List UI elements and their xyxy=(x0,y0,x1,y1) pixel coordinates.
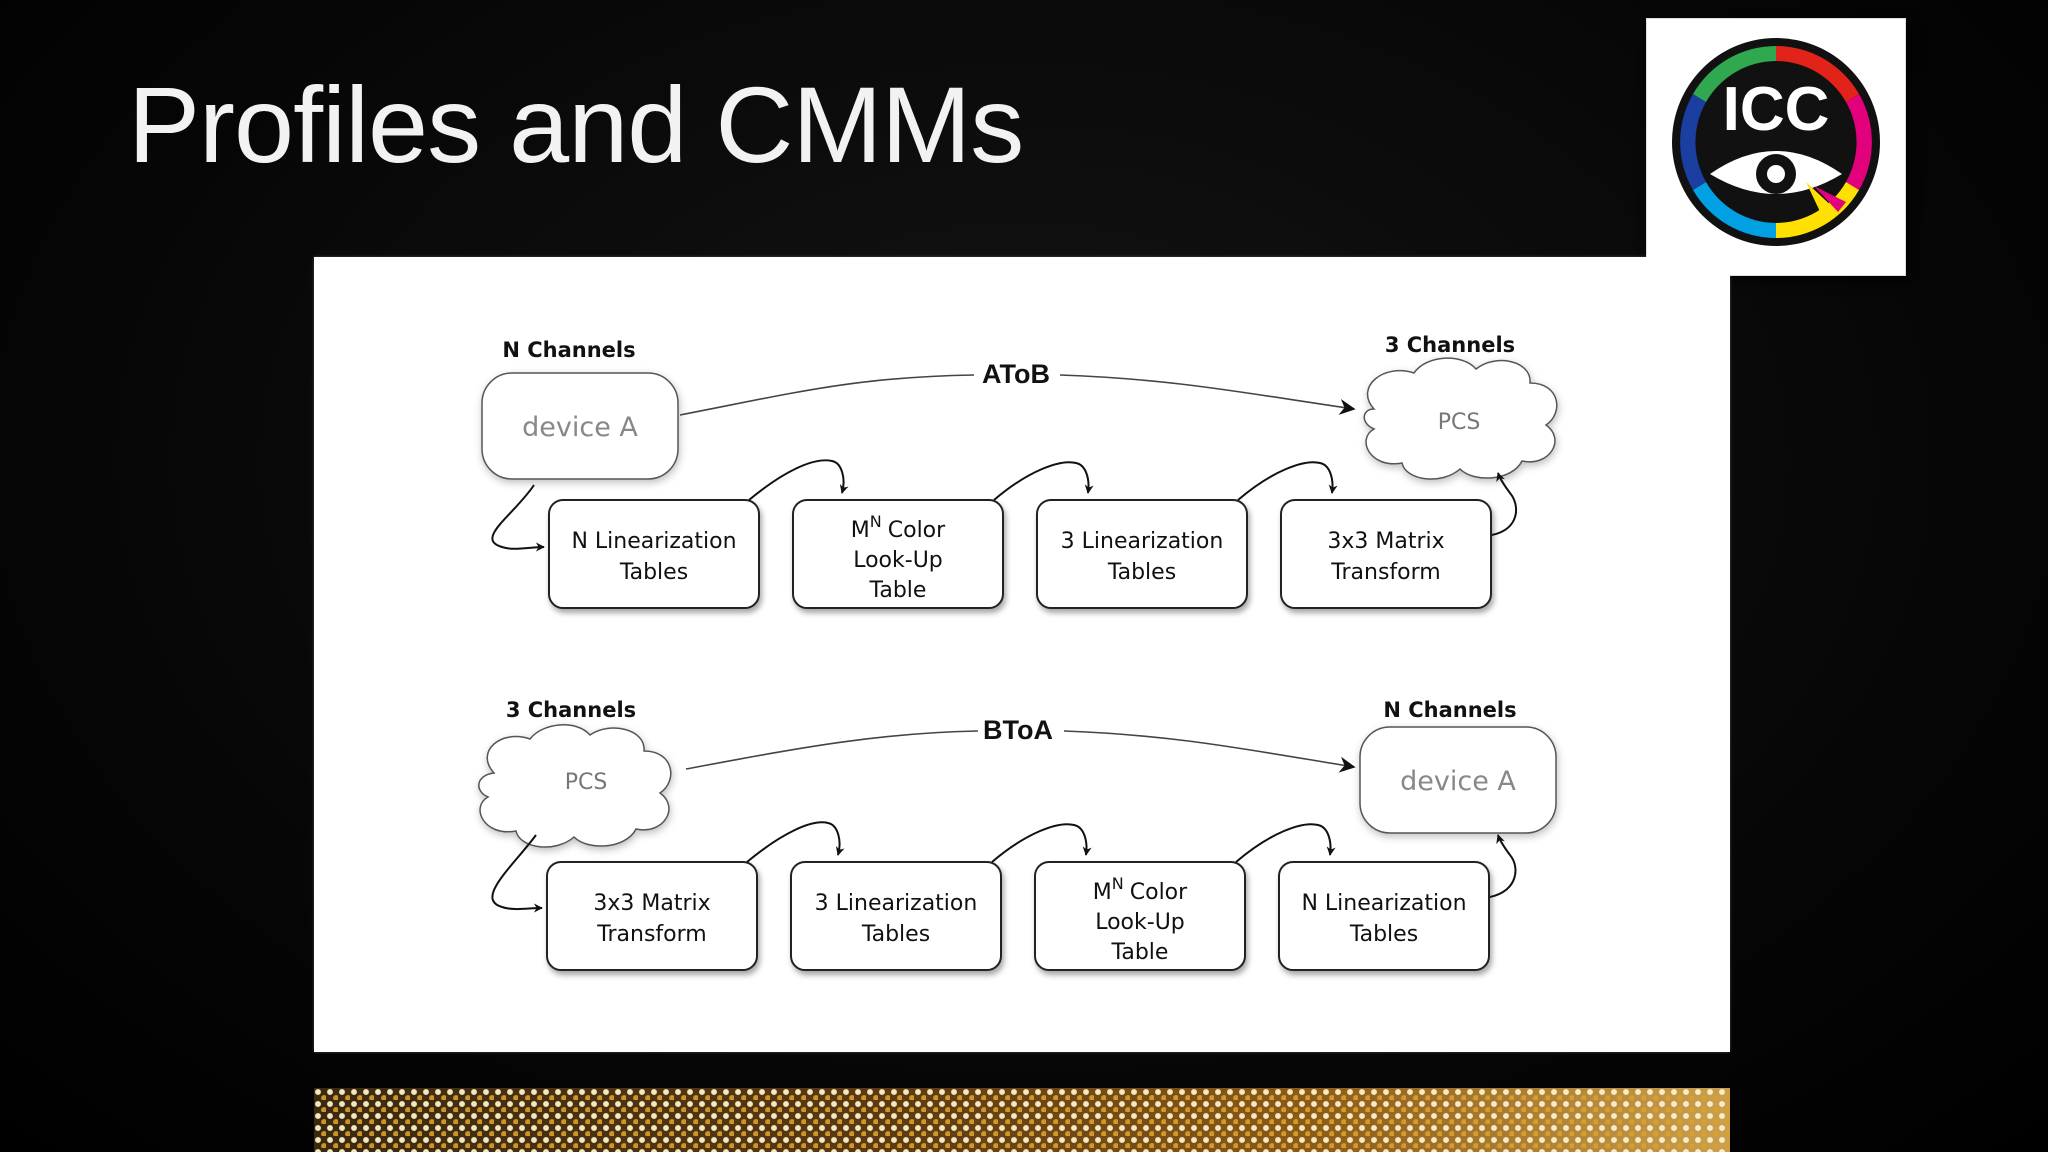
atob-step-2: MN Color Look-Up Table xyxy=(792,499,1004,609)
atob-step-3: 3 Linearization Tables xyxy=(1036,499,1248,609)
atob-label: AToB xyxy=(982,359,1050,389)
atob-step-2-line-1: MN Color xyxy=(851,512,946,543)
atob-step-1: N Linearization Tables xyxy=(548,499,760,609)
atob-step-1-line-1: N Linearization xyxy=(571,529,736,554)
btoa-step-2-line-1: 3 Linearization xyxy=(815,891,978,916)
btoa-step-2: 3 Linearization Tables xyxy=(790,861,1002,971)
atob-device-a-label: device A xyxy=(522,412,638,443)
btoa-step-1-line-1: 3x3 Matrix xyxy=(593,891,710,916)
btoa-step-4-line-2: Tables xyxy=(1349,922,1418,947)
atob-step-2-line-3: Table xyxy=(869,578,927,603)
icc-logo-graphic: ICC xyxy=(1672,38,1880,246)
btoa-source-caption: 3 Channels xyxy=(506,698,636,722)
btoa-step-3-color: Color xyxy=(1130,880,1188,905)
atob-pcs-label: PCS xyxy=(1438,410,1481,435)
atob-step-2-line-2: Look-Up xyxy=(853,548,943,573)
atob-section: N Channels 3 Channels device A PCS AToB xyxy=(481,333,1558,609)
btoa-dest-caption: N Channels xyxy=(1383,698,1516,722)
btoa-step-3-m: M xyxy=(1093,880,1112,905)
icc-logo-text: ICC xyxy=(1723,75,1830,144)
atob-step-1-line-2: Tables xyxy=(619,560,688,585)
icc-logo: ICC xyxy=(1646,18,1906,276)
atob-dest-caption: 3 Channels xyxy=(1385,333,1515,357)
atob-step-2-n-superscript: N xyxy=(870,512,882,531)
atob-step-2-m: M xyxy=(851,518,870,543)
btoa-step-3-line-2: Look-Up xyxy=(1095,910,1185,935)
atob-step-3-line-2: Tables xyxy=(1107,560,1176,585)
btoa-label: BToA xyxy=(983,715,1053,745)
btoa-step-2-line-2: Tables xyxy=(861,922,930,947)
atob-source-caption: N Channels xyxy=(502,338,635,362)
atob-step-4-line-2: Transform xyxy=(1330,560,1440,585)
slide-title: Profiles and CMMs xyxy=(128,64,1024,185)
btoa-device-a-node: device A xyxy=(1359,726,1557,834)
btoa-step-1-line-2: Transform xyxy=(596,922,706,947)
btoa-step-4-line-1: N Linearization xyxy=(1301,891,1466,916)
btoa-device-a-label: device A xyxy=(1400,766,1516,797)
profile-transform-diagram: N Channels 3 Channels device A PCS AToB xyxy=(478,333,1558,971)
btoa-step-3-line-3: Table xyxy=(1111,940,1169,965)
btoa-step-3: MN Color Look-Up Table xyxy=(1034,861,1246,971)
btoa-pcs-label: PCS xyxy=(565,770,608,795)
atob-pcs-node: PCS xyxy=(1363,357,1558,480)
diagram-panel: N Channels 3 Channels device A PCS AToB xyxy=(314,257,1730,1052)
halftone-image-strip xyxy=(314,1088,1730,1152)
btoa-step-3-n-superscript: N xyxy=(1112,874,1124,893)
atob-step-4: 3x3 Matrix Transform xyxy=(1280,499,1492,609)
atob-step-3-line-1: 3 Linearization xyxy=(1061,529,1224,554)
atob-step-4-line-1: 3x3 Matrix xyxy=(1327,529,1444,554)
btoa-section: 3 Channels N Channels PCS device A BToA xyxy=(478,698,1557,971)
btoa-step-1: 3x3 Matrix Transform xyxy=(546,861,758,971)
btoa-step-3-line-1: MN Color xyxy=(1093,874,1188,905)
btoa-step-4: N Linearization Tables xyxy=(1278,861,1490,971)
atob-step-2-color: Color xyxy=(888,518,946,543)
atob-device-a-node: device A xyxy=(481,372,679,480)
btoa-pcs-node: PCS xyxy=(478,724,672,848)
